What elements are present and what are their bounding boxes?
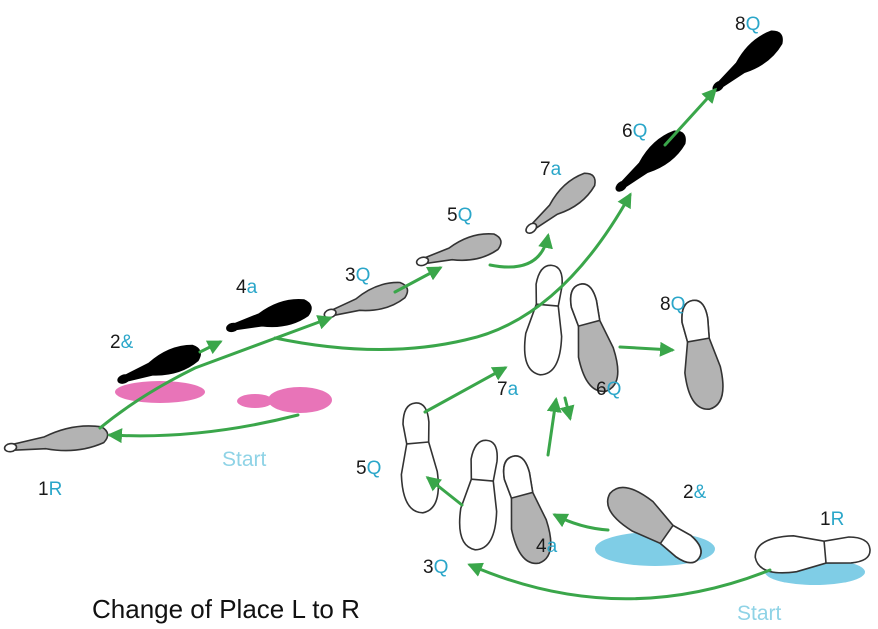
lady-arrow-start-1 — [107, 413, 300, 444]
step-arrows — [98, 87, 772, 601]
lady-shoe-2 — [117, 344, 201, 384]
man-label-4: 4a — [536, 536, 558, 557]
lady-shoe-7 — [525, 172, 596, 235]
lady-arrow-1-2 — [98, 315, 333, 430]
lady-shoe-3 — [323, 281, 409, 319]
lady-label-3: 3Q — [345, 265, 370, 286]
man-label-6: 6Q — [596, 379, 621, 400]
diagram-title: Change of Place L to R — [92, 594, 360, 624]
man-shoe-5 — [400, 402, 440, 514]
lady-label-7: 7a — [540, 159, 562, 180]
man-arrow-6-8 — [618, 341, 675, 357]
lady-shoe-6 — [615, 130, 686, 192]
lady-label-6: 6Q — [622, 121, 647, 142]
lady-shoe-5 — [415, 232, 502, 267]
lady-arrow-6-8 — [663, 87, 718, 147]
lady-arrow-5-7 — [488, 233, 553, 269]
man-shoe-3 — [458, 439, 499, 551]
lady-arrow-3-5 — [393, 266, 443, 294]
lady-label-4: 4a — [236, 277, 258, 298]
man-arrow-5-7 — [423, 366, 508, 414]
man-shoe-6 — [569, 283, 619, 393]
man-start-label: Start — [737, 602, 782, 625]
man-arrow-3-5 — [425, 476, 464, 507]
lady-label-1: 1R — [38, 479, 62, 500]
lady-label-8: 8Q — [735, 14, 760, 35]
man-arrow-7-6 — [559, 396, 575, 421]
lady-shoe-1 — [3, 425, 109, 453]
lady-arrow-2-3 — [198, 340, 223, 355]
lady-shoe-8 — [712, 30, 783, 92]
man-label-8: 8Q — [660, 294, 685, 315]
man-shoe-2 — [606, 486, 702, 564]
man-shoe-4 — [502, 455, 552, 565]
lady-label-2: 2& — [110, 332, 134, 353]
lady-shoe-4 — [226, 298, 312, 333]
man-shoe-8 — [681, 299, 724, 410]
man-label-2: 2& — [683, 482, 707, 503]
man-arrow-4-6 — [546, 397, 562, 457]
man-label-7: 7a — [497, 379, 519, 400]
man-label-3: 3Q — [423, 557, 448, 578]
man-shoe-7 — [523, 264, 564, 376]
man-label-1: 1R — [820, 509, 844, 530]
lady-label-5: 5Q — [447, 205, 472, 226]
lady-start-label: Start — [222, 448, 267, 471]
man-arrow-1-2 — [552, 513, 610, 532]
lady-start-shadow — [115, 381, 332, 413]
lady-arrow-4-6 — [273, 192, 632, 351]
man-label-5: 5Q — [356, 458, 381, 479]
man-arrow-start-3 — [467, 562, 772, 601]
man-shoe-1 — [754, 535, 871, 574]
